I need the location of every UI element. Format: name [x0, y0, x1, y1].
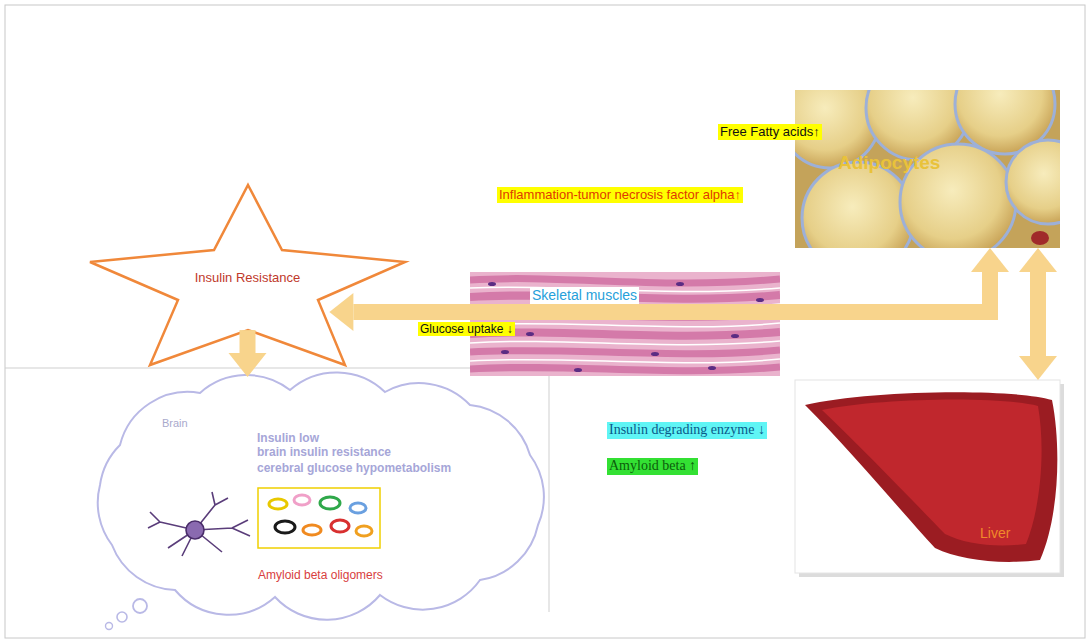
oligomer-label: Amyloid beta oligomers	[258, 568, 383, 582]
cloud-item: brain insulin resistance	[257, 445, 391, 459]
arrow-head	[329, 293, 353, 331]
cloud-heading: Brain	[162, 417, 188, 430]
arrow-head	[1019, 248, 1057, 272]
arrow-head	[229, 353, 267, 377]
adipocytes-panel: Free Fatty acids↑Inflammation-tumor necr…	[795, 90, 1060, 248]
highlight-label: Free Fatty acids↑	[718, 124, 822, 140]
adipocyte-image	[795, 90, 1060, 248]
highlight-label: Amyloid beta ↑	[607, 458, 698, 475]
panel-label: Adipocytes	[838, 152, 940, 175]
arrow-shaft	[353, 272, 990, 312]
divider-line	[5, 368, 470, 369]
neuron-icon	[148, 492, 250, 556]
brain-cloud: BrainInsulin lowbrain insulin resistance…	[92, 385, 547, 612]
liver-panel	[795, 380, 1064, 577]
panel-label: Liver	[980, 525, 1010, 542]
block-arrow	[229, 330, 267, 377]
outer-frame	[5, 5, 1085, 638]
arrow-shaft	[1030, 272, 1046, 356]
amyloid-oligomer-box	[258, 488, 380, 548]
arrow-head	[971, 248, 1009, 272]
block-arrow	[1019, 248, 1057, 380]
arrow-head	[1019, 356, 1057, 380]
liver-panel: Insulin degrading enzyme ↓Amyloid beta ↑…	[795, 380, 1060, 573]
highlight-label: Glucose uptake ↓	[418, 322, 515, 336]
star-outline	[90, 185, 405, 365]
cloud-item: Insulin low	[257, 431, 319, 445]
muscle-histology	[470, 272, 780, 376]
arrow-shaft	[240, 330, 256, 353]
block-arrow	[329, 248, 1009, 331]
highlight-label: Insulin degrading enzyme ↓	[607, 422, 767, 439]
skeletal-muscle-panel: Skeletal musclesGlucose uptake ↓	[470, 272, 780, 376]
panel-label: Skeletal muscles	[530, 287, 639, 304]
divider-line	[549, 372, 550, 612]
cloud-item: cerebral glucose hypometabolism	[257, 461, 451, 475]
brain-cloud	[98, 372, 544, 629]
insulin-resistance-star: Insulin Resistance	[90, 185, 405, 365]
highlight-label: Inflammation-tumor necrosis factor alpha…	[497, 187, 743, 203]
star-label: Insulin Resistance	[195, 270, 301, 286]
